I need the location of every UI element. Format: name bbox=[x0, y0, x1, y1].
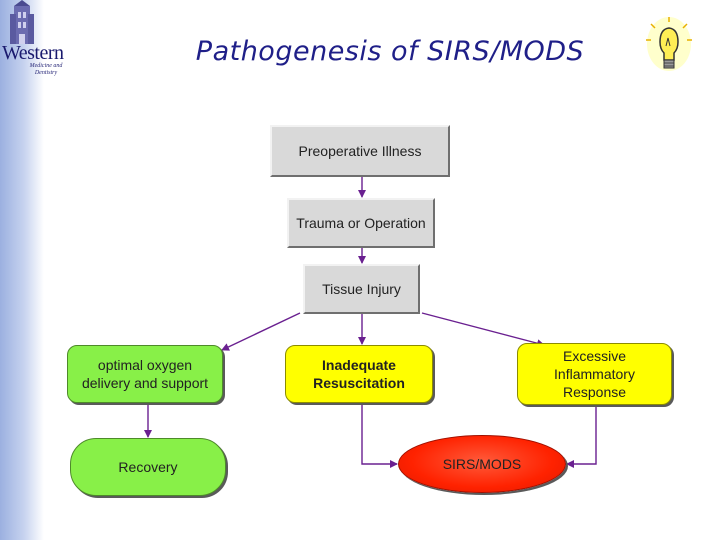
node-excessive-inflammatory-response: Excessive Inflammatory Response bbox=[517, 343, 672, 405]
node-sirs-mods: SIRS/MODS bbox=[398, 435, 566, 493]
arrow-tissue-to-excessive bbox=[421, 312, 545, 348]
arrow-inadequate-to-sirs bbox=[361, 404, 398, 468]
arrow-tissue-to-optimal bbox=[221, 312, 301, 351]
tower-icon bbox=[10, 0, 34, 44]
logo-wordmark: Western bbox=[2, 42, 64, 64]
node-preoperative-illness: Preoperative Illness bbox=[270, 125, 450, 177]
node-inadequate-resuscitation: Inadequate Resuscitation bbox=[285, 345, 433, 403]
university-logo: Western Medicine and Dentistry bbox=[0, 0, 70, 82]
node-tissue-injury: Tissue Injury bbox=[303, 264, 420, 314]
lightbulb-icon bbox=[646, 17, 692, 71]
node-recovery: Recovery bbox=[70, 438, 226, 496]
left-gradient-band bbox=[0, 0, 44, 540]
node-optimal-oxygen-delivery: optimal oxygen delivery and support bbox=[67, 345, 223, 403]
node-trauma-or-operation: Trauma or Operation bbox=[287, 198, 435, 248]
page-title: Pathogenesis of SIRS/MODS bbox=[195, 36, 585, 67]
arrow-excessive-to-sirs bbox=[566, 406, 597, 468]
logo-subtitle: Medicine and Dentistry bbox=[29, 63, 63, 76]
